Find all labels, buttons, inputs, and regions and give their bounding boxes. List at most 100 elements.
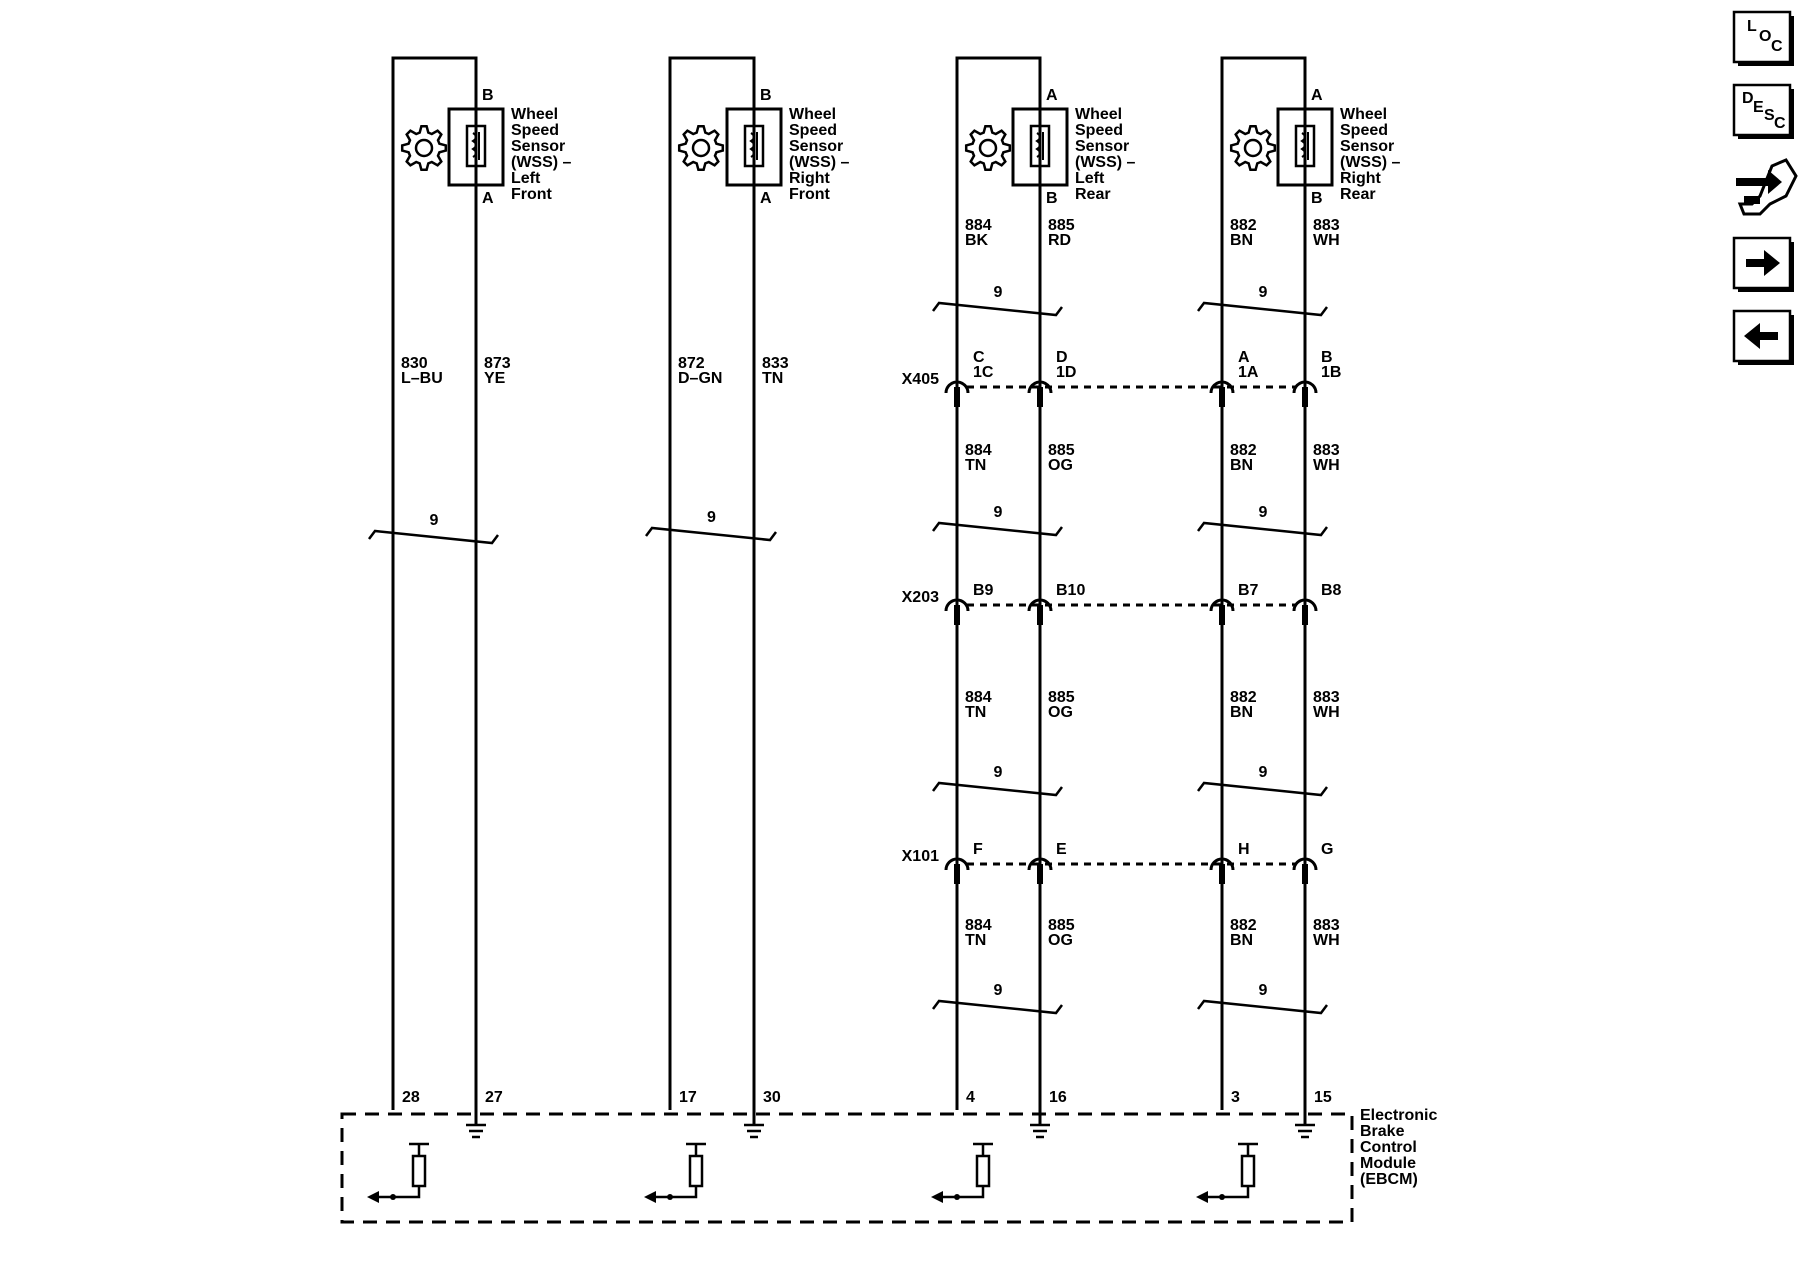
twist-line	[1197, 301, 1328, 317]
wire-color: L–BU	[401, 370, 443, 387]
connector-button[interactable]	[1736, 158, 1798, 216]
gear-icon	[1229, 124, 1277, 172]
female-terminal	[1292, 598, 1318, 612]
twist-line	[1197, 521, 1328, 537]
twist-line	[368, 529, 499, 545]
wire-color: WH	[1313, 932, 1340, 949]
twist-count: 9	[994, 504, 1003, 521]
sensor-name-line: Speed	[1075, 122, 1123, 139]
gear-hub	[414, 138, 434, 158]
wire-loop	[1220, 56, 1307, 1110]
twisted-pair-marker: 9	[645, 509, 777, 542]
circuit-number: 883	[1313, 917, 1340, 934]
sensor-bottom-pin: A	[760, 190, 772, 207]
loc-letter: O	[1759, 28, 1771, 45]
circuit-number: 885	[1048, 689, 1075, 706]
module-pin: 15	[1314, 1089, 1332, 1106]
male-terminal	[1037, 605, 1043, 625]
female-terminal	[1027, 598, 1053, 612]
gear-outline	[964, 124, 1012, 172]
twist-line	[932, 999, 1063, 1015]
connector-pin: H	[1238, 841, 1250, 858]
junction-dot	[1219, 1194, 1225, 1200]
loc-button[interactable]: LOC	[1732, 10, 1794, 66]
sensor-name-line: Rear	[1075, 186, 1111, 203]
gear-outline	[400, 124, 448, 172]
gear-hub	[978, 138, 998, 158]
arrow-left-icon	[1196, 1191, 1208, 1203]
wire-color: WH	[1313, 232, 1340, 249]
male-terminal	[1302, 387, 1308, 407]
resistor-body	[1240, 1154, 1256, 1188]
wire-color: D–GN	[678, 370, 722, 387]
sensor-name-line: Right	[789, 170, 831, 187]
wire-color: WH	[1313, 704, 1340, 721]
gear-icon	[400, 124, 448, 172]
circuit-number: 882	[1230, 689, 1257, 706]
gear-outline	[677, 124, 725, 172]
male-terminal	[1037, 864, 1043, 884]
connector-pin: B9	[973, 582, 994, 599]
connector-pin-letter: B	[1321, 349, 1333, 366]
wire-color: BN	[1230, 457, 1253, 474]
sensor-name-line: Wheel	[1340, 106, 1387, 123]
gear-icon	[677, 124, 725, 172]
module-pin: 27	[485, 1089, 503, 1106]
wire-color: TN	[965, 704, 986, 721]
twisted-pair-marker: 9	[1197, 764, 1328, 797]
connector-pin-letter: C	[973, 349, 985, 366]
module-pin: 4	[966, 1089, 975, 1106]
sensor-name-line: Speed	[511, 122, 559, 139]
resistor-lead	[1204, 1186, 1250, 1199]
gear-outline	[1229, 124, 1277, 172]
circuit-number: 884	[965, 442, 992, 459]
wire-color: TN	[965, 457, 986, 474]
arrow-left-icon	[1744, 323, 1778, 349]
twist-count: 9	[707, 509, 716, 526]
sensor-name-line: Speed	[1340, 122, 1388, 139]
twisted-pair-marker: 9	[1197, 284, 1328, 317]
sensor-name-line: Wheel	[1075, 106, 1122, 123]
twisted-pair-marker: 9	[1197, 982, 1328, 1015]
circuit-number: 873	[484, 355, 511, 372]
arrow-right-shape	[1736, 170, 1782, 194]
sensor-name-line: Front	[789, 186, 831, 203]
wire-color: BN	[1230, 232, 1253, 249]
wire-color: BN	[1230, 932, 1253, 949]
male-terminal	[1219, 864, 1225, 884]
sensor-name-line: (WSS) –	[1340, 154, 1401, 171]
previous-button[interactable]	[1732, 309, 1794, 365]
female-terminal	[1209, 598, 1235, 612]
twist-line	[932, 521, 1063, 537]
female-terminal	[944, 857, 970, 871]
button-frame	[1732, 309, 1792, 363]
twisted-pair-marker: 9	[932, 504, 1063, 537]
module-pin: 3	[1231, 1089, 1240, 1106]
sensor-name-line: Rear	[1340, 186, 1376, 203]
junction-dot	[954, 1194, 960, 1200]
circuit-number: 872	[678, 355, 705, 372]
resistor-lead	[939, 1186, 985, 1199]
plug-pin	[1744, 196, 1760, 204]
sensor-top-pin: B	[760, 87, 772, 104]
male-terminal	[954, 605, 960, 625]
connector-pin: 1C	[973, 364, 994, 381]
next-button[interactable]	[1732, 236, 1794, 292]
desc-letter: E	[1753, 99, 1764, 116]
sensor-name-line: Sensor	[1340, 138, 1394, 155]
wire-labels: 830L–BU873YE872D–GN833TN884BK885RD882BN8…	[368, 217, 1340, 1015]
sensor-name-line: Front	[511, 186, 553, 203]
